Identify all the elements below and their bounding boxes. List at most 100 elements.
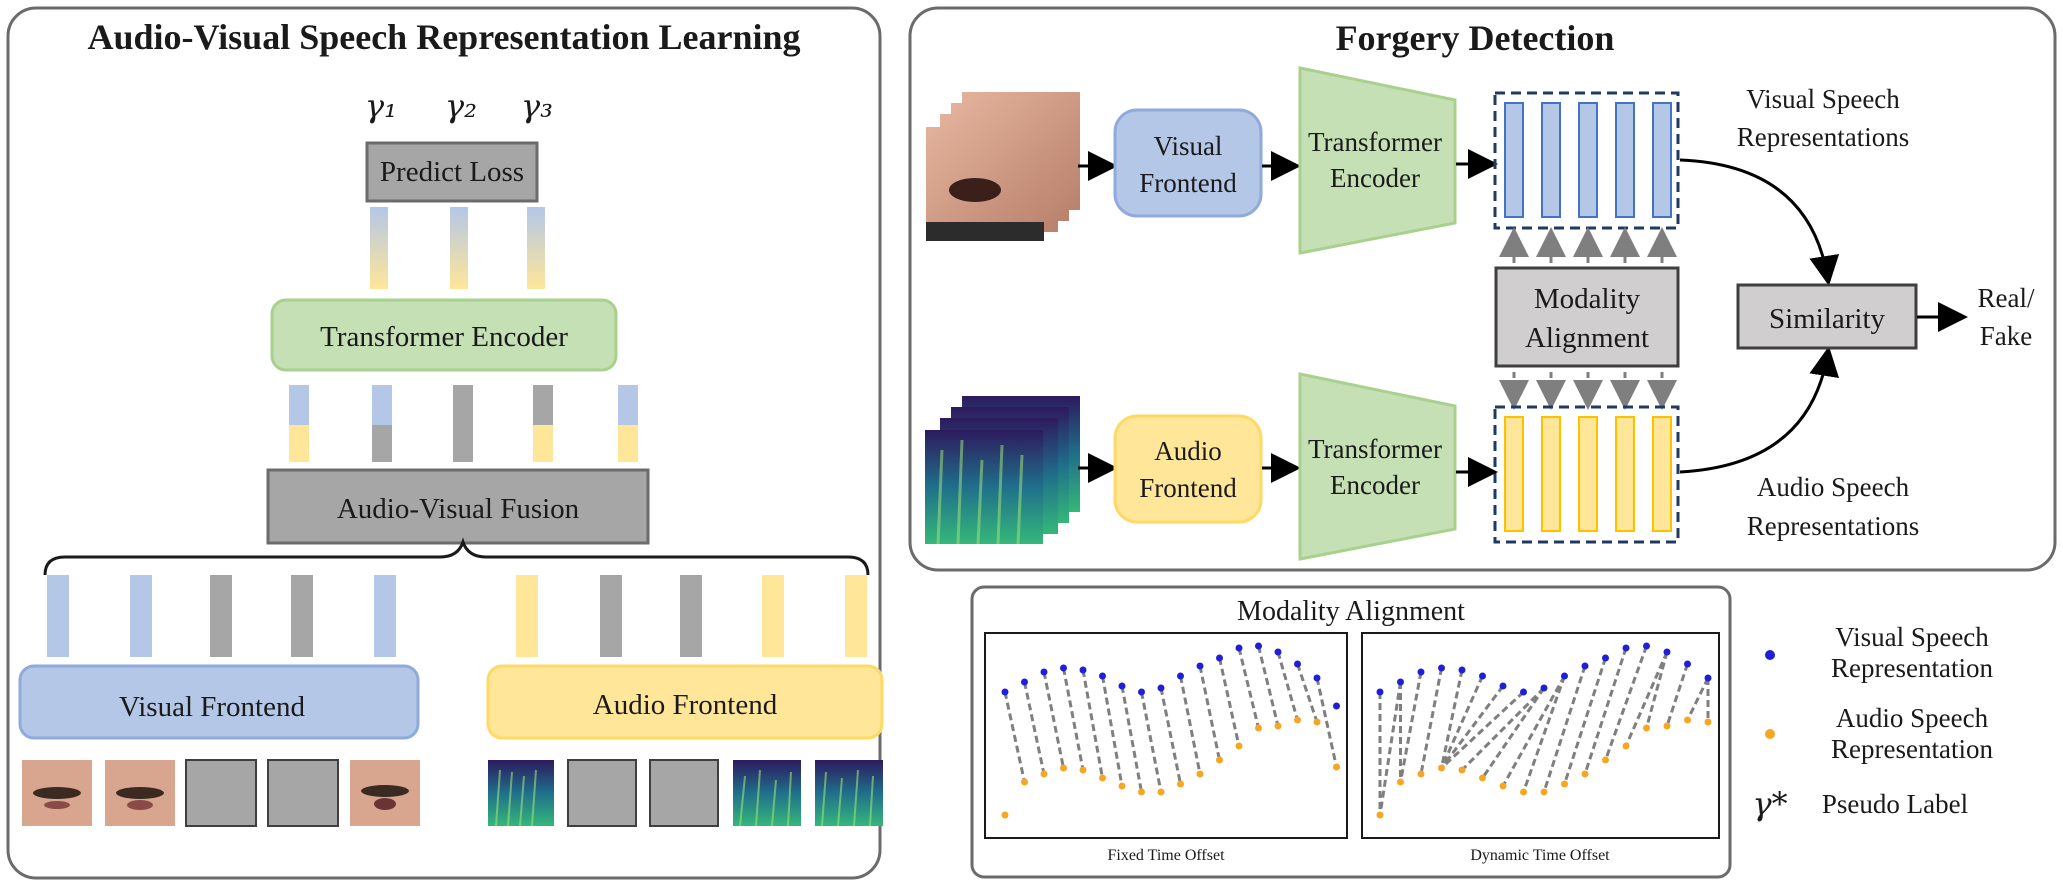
mouth-image-2: [105, 760, 175, 826]
audio-point: [1196, 770, 1204, 778]
audio-point: [1001, 811, 1009, 819]
audio-point: [1157, 788, 1165, 796]
spectrogram-image-2: [733, 760, 801, 827]
visual-frontend-line2: Frontend: [1139, 168, 1237, 198]
spectrogram-image-1: [488, 760, 554, 827]
alignment-link: [1296, 663, 1319, 723]
audio-point: [1235, 742, 1243, 750]
left-transformer-encoder-label: Transformer Encoder: [320, 321, 568, 353]
visual-point: [1417, 668, 1425, 676]
legend-pseudo-label: Pseudo Label: [1822, 789, 1968, 819]
legend-visual-dot: [1765, 650, 1775, 660]
visual-point: [1622, 644, 1630, 652]
audio-point: [1118, 782, 1126, 790]
audio-point: [1376, 811, 1384, 819]
output-line1: Real/: [1978, 283, 2035, 313]
visual-point: [1060, 664, 1067, 672]
left-transformer-encoder-box: [270, 298, 618, 372]
visual-point: [1040, 668, 1048, 676]
visual-repr-label-1: Visual Speech: [1746, 84, 1900, 114]
visual-token-4: [291, 575, 313, 657]
alignment-link: [1081, 669, 1104, 779]
audio-token-3: [680, 575, 702, 657]
visual-point: [1458, 666, 1466, 674]
audio-point: [1294, 716, 1301, 724]
alignment-link: [1583, 647, 1628, 775]
legend-audio-line1: Audio Speech: [1836, 703, 1989, 733]
audio-repr-token-2: [1541, 416, 1561, 532]
fixed-plot-marks: [1001, 642, 1340, 819]
alignment-link: [1481, 687, 1546, 779]
legend-visual-line2: Representation: [1831, 653, 1993, 683]
audio-point: [1397, 778, 1404, 786]
legend-visual-line1: Visual Speech: [1835, 622, 1989, 652]
alignment-link: [1686, 677, 1710, 721]
audio-repr-token-3: [1578, 416, 1598, 532]
visual-token-3: [210, 575, 232, 657]
visual-encoder-line1: Transformer: [1308, 127, 1442, 157]
loss-token-2: [450, 207, 468, 289]
audio-point: [1602, 756, 1609, 764]
visual-point: [1684, 660, 1691, 668]
visual-repr-token-5: [1652, 102, 1672, 218]
visual-point: [1118, 682, 1126, 690]
alignment-link: [1159, 687, 1182, 785]
left-visual-frontend-label: Visual Frontend: [119, 691, 305, 723]
audio-point: [1643, 724, 1650, 732]
audio-to-similarity-curve: [1679, 346, 1840, 474]
audio-point: [1704, 718, 1712, 726]
audio-point: [1438, 764, 1445, 772]
audio-point: [1040, 770, 1048, 778]
audio-repr-token-1: [1504, 416, 1524, 532]
visual-point: [1643, 642, 1650, 650]
visual-point: [1561, 672, 1568, 680]
visual-point: [1663, 648, 1671, 656]
audio-visual-fusion-label: Audio-Visual Fusion: [337, 493, 580, 525]
alignment-link: [1042, 671, 1065, 769]
visual-frontend-box: [1113, 108, 1263, 218]
visual-point: [1479, 672, 1486, 680]
audio-point: [1313, 718, 1321, 726]
similarity-box: [1736, 283, 1918, 350]
brace: [43, 537, 870, 576]
visual-token-1: [47, 575, 69, 657]
alignment-link: [1440, 669, 1464, 769]
visual-point: [1397, 678, 1404, 686]
visual-point: [1313, 674, 1321, 682]
audio-point: [1540, 788, 1548, 796]
visual-frontend-line1: Visual: [1154, 131, 1223, 161]
visual-point: [1704, 674, 1712, 682]
visual-token-5: [374, 575, 396, 657]
left-audio-frontend-label: Audio Frontend: [593, 689, 778, 721]
visual-point: [1079, 666, 1087, 674]
alignment-link: [1257, 645, 1280, 727]
alignment-link: [1501, 675, 1566, 787]
alignment-link: [1399, 671, 1423, 783]
visual-point: [1001, 688, 1009, 696]
visual-point: [1294, 660, 1301, 668]
predict-loss-label: Predict Loss: [380, 156, 524, 188]
audio-point: [1333, 763, 1340, 771]
alignment-link: [1419, 667, 1443, 775]
audio-point: [1177, 780, 1184, 788]
loss-token-1: [370, 207, 388, 289]
audio-point: [1021, 778, 1028, 786]
audio-point: [1458, 766, 1466, 774]
visual-repr-token-1: [1504, 102, 1524, 218]
alignment-link: [1101, 675, 1124, 787]
audio-repr-token-5: [1652, 416, 1672, 532]
alignment-link: [1120, 685, 1143, 793]
visual-transformer-encoder: [1298, 66, 1457, 255]
audio-point: [1060, 764, 1067, 772]
masked-frame-2: [267, 759, 339, 827]
alignment-link: [1003, 691, 1026, 783]
mouth-image-1: [22, 760, 92, 826]
fused-token-1: [289, 385, 309, 462]
left-audio-frontend-box: [486, 664, 884, 740]
gamma-3-label: γ₃: [521, 87, 553, 125]
audio-token-1: [516, 575, 538, 657]
mouth-image-3: [350, 760, 420, 826]
visual-repr-token-2: [1541, 102, 1561, 218]
output-line2: Fake: [1980, 321, 2033, 351]
audio-point: [1622, 742, 1630, 750]
